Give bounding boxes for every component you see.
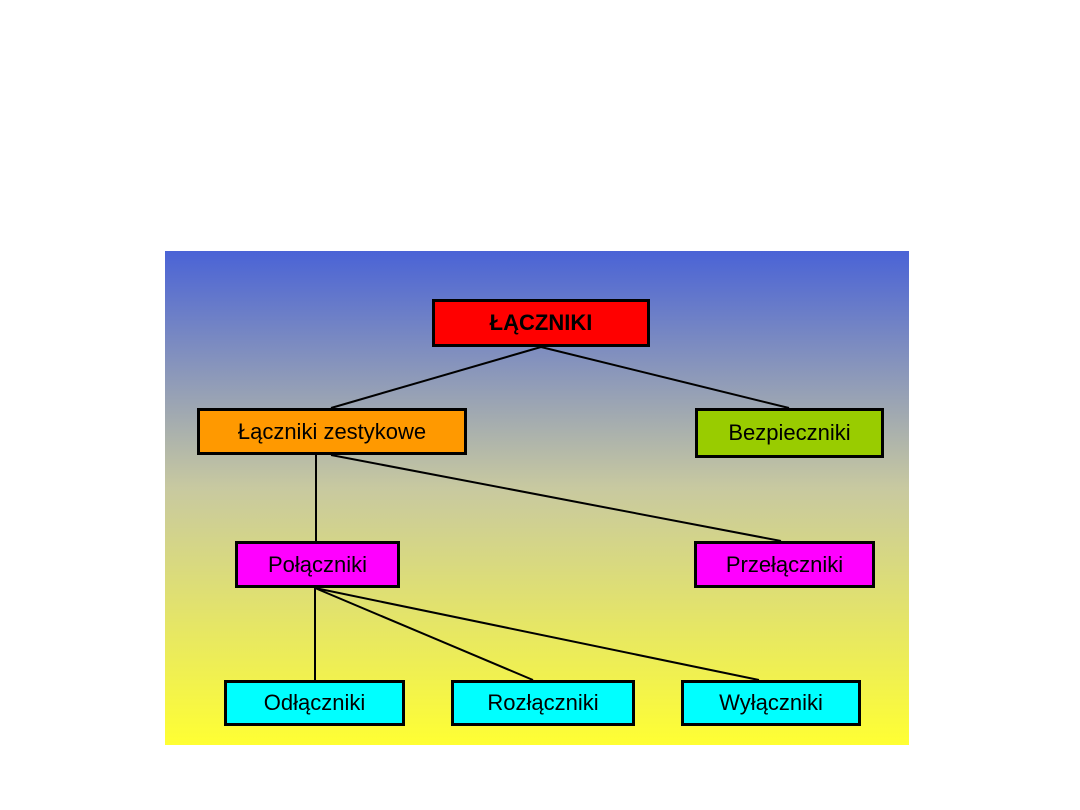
connector-lines	[314, 346, 790, 681]
node-laczniki-zestykowe: Łączniki zestykowe	[197, 408, 467, 455]
node-label: ŁĄCZNIKI	[489, 310, 593, 335]
node-odlaczniki: Odłączniki	[224, 680, 405, 726]
node-polaczniki: Połączniki	[235, 541, 400, 588]
node-label: Połączniki	[267, 551, 368, 577]
node-label: Łączniki zestykowe	[237, 418, 427, 444]
edge-connectors-load-breakers	[314, 587, 534, 681]
node-label: Przełączniki	[725, 551, 844, 577]
node-label: Rozłączniki	[487, 690, 599, 715]
node-label: Wyłączniki	[719, 690, 823, 715]
node-bezpieczniki: Bezpieczniki	[695, 408, 884, 458]
node-laczniki: ŁĄCZNIKI	[432, 299, 650, 347]
node-rozlaczniki: Rozłączniki	[451, 680, 635, 726]
edge-root-fuses	[540, 346, 790, 409]
edge-connectors-circuit-breakers	[314, 587, 760, 681]
edge-root-contact	[330, 346, 542, 409]
edge-contact-switchovers	[330, 454, 782, 542]
node-przelaczniki: Przełączniki	[694, 541, 875, 588]
node-label: Bezpieczniki	[728, 420, 851, 445]
node-label: Odłączniki	[263, 690, 366, 715]
diagram-panel: ŁĄCZNIKI Łączniki zestykowe Bezpieczniki…	[165, 251, 909, 745]
node-wylaczniki: Wyłączniki	[681, 680, 861, 726]
